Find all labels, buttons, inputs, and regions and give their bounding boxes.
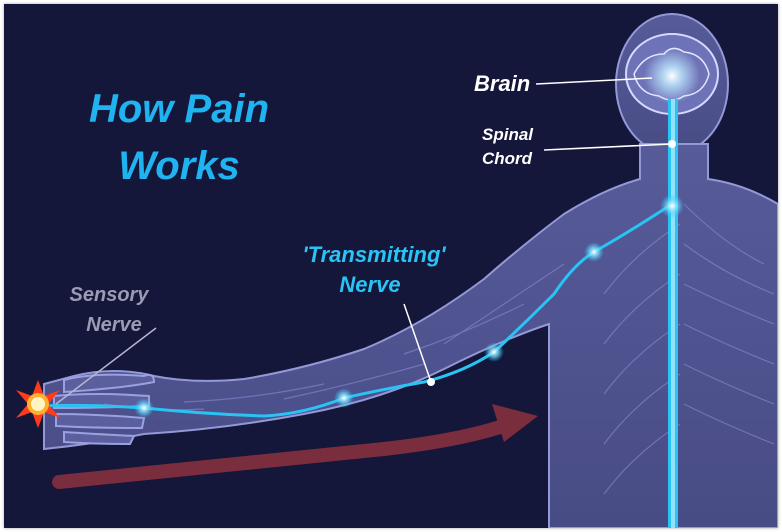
spinal-chord-label-line-1: Spinal [482,125,534,144]
transmitting-nerve-label-line-1: 'Transmitting' [302,242,446,267]
nerve-node-icon [660,194,684,218]
transmitting-nerve-label-line-2: Nerve [339,272,400,297]
nerve-node-icon [484,342,504,362]
title-line-2: Works [118,144,240,188]
brain-label: Brain [474,71,530,96]
how-pain-works-diagram: How Pain Works Brain Spinal Chord 'Trans… [4,4,778,528]
nerve-node-icon [584,242,604,262]
sensory-nerve-label-line-2: Nerve [86,314,142,336]
diagram-canvas: How Pain Works Brain Spinal Chord 'Trans… [4,4,778,528]
spinal-chord-label-line-2: Chord [482,149,533,168]
sensory-nerve-label-line-1: Sensory [70,284,150,306]
spinal-cord [668,99,678,528]
nerve-node-icon [134,398,154,418]
title-line-1: How Pain [89,87,269,131]
nerve-node-icon [334,388,354,408]
